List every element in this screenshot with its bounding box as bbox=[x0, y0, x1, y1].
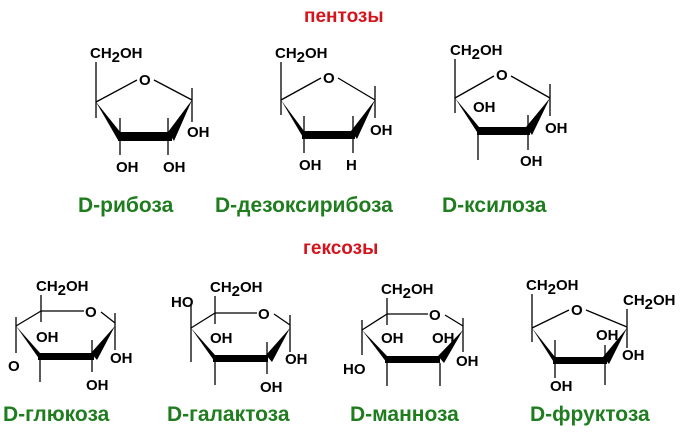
mannose-structure: CH2OH O OH OH HO OH bbox=[343, 281, 479, 386]
mannose-label: D-манноза bbox=[350, 403, 459, 426]
galactose-label: D-галактоза bbox=[167, 403, 290, 426]
svg-text:HO: HO bbox=[343, 361, 366, 378]
ch2oh-group: CH2OH bbox=[90, 45, 143, 66]
svg-text:OH: OH bbox=[187, 124, 210, 141]
svg-text:O: O bbox=[571, 302, 583, 319]
svg-text:OH: OH bbox=[86, 377, 109, 394]
svg-text:O: O bbox=[85, 304, 97, 321]
galactose-structure: CH2OH O HO OH OH OH bbox=[171, 279, 308, 396]
ribose-structure: CH2OH O OH OH OH bbox=[90, 45, 210, 176]
svg-text:OH: OH bbox=[520, 153, 543, 170]
svg-text:OH: OH bbox=[210, 330, 233, 347]
svg-text:OH: OH bbox=[285, 351, 308, 368]
svg-text:O: O bbox=[323, 70, 335, 87]
svg-text:CH2OH: CH2OH bbox=[275, 45, 328, 66]
ribose-label: D-рибоза bbox=[78, 194, 174, 217]
pentoses-title: пентозы bbox=[304, 6, 384, 27]
svg-text:OH: OH bbox=[260, 379, 283, 396]
svg-text:OH: OH bbox=[110, 350, 133, 367]
svg-text:OH: OH bbox=[299, 157, 322, 174]
svg-text:OH: OH bbox=[36, 329, 59, 346]
deoxyribose-label: D-дезоксирибоза bbox=[215, 194, 393, 217]
svg-text:OH: OH bbox=[432, 330, 455, 347]
xylose-structure: CH2OH O OH OH OH bbox=[450, 42, 568, 170]
svg-text:HO: HO bbox=[171, 294, 194, 311]
svg-text:OH: OH bbox=[473, 99, 496, 116]
svg-text:OH: OH bbox=[381, 330, 404, 347]
svg-text:CH2OH: CH2OH bbox=[623, 292, 676, 313]
svg-text:OH: OH bbox=[596, 327, 619, 344]
fructose-structure: CH2OH O CH2OH OH OH OH bbox=[526, 277, 676, 395]
svg-text:OH: OH bbox=[456, 353, 479, 370]
hexoses-title: гексозы bbox=[303, 238, 379, 259]
svg-text:O: O bbox=[429, 307, 441, 324]
fructose-label: D-фруктоза bbox=[530, 403, 650, 426]
svg-text:OH: OH bbox=[370, 122, 393, 139]
svg-text:OH: OH bbox=[550, 378, 573, 395]
svg-text:H: H bbox=[346, 157, 357, 174]
deoxyribose-structure: CH2OH O OH OH H bbox=[275, 45, 393, 174]
svg-text:O: O bbox=[496, 67, 508, 84]
ring-oxygen: O bbox=[139, 72, 151, 89]
svg-text:CH2OH: CH2OH bbox=[210, 279, 263, 300]
svg-text:CH2OH: CH2OH bbox=[36, 278, 89, 299]
svg-text:O: O bbox=[258, 306, 270, 323]
svg-text:OH: OH bbox=[622, 347, 645, 364]
glucose-structure: CH2OH O OH O OH OH bbox=[8, 278, 133, 394]
svg-text:OH: OH bbox=[163, 159, 186, 176]
svg-text:OH: OH bbox=[116, 159, 139, 176]
svg-text:CH2OH: CH2OH bbox=[381, 281, 434, 302]
xylose-label: D-ксилоза bbox=[442, 194, 547, 217]
svg-text:CH2OH: CH2OH bbox=[450, 42, 503, 63]
svg-text:O: O bbox=[8, 358, 20, 375]
glucose-label: D-глюкоза bbox=[3, 403, 110, 426]
svg-text:CH2OH: CH2OH bbox=[526, 277, 579, 298]
svg-text:OH: OH bbox=[545, 120, 568, 137]
